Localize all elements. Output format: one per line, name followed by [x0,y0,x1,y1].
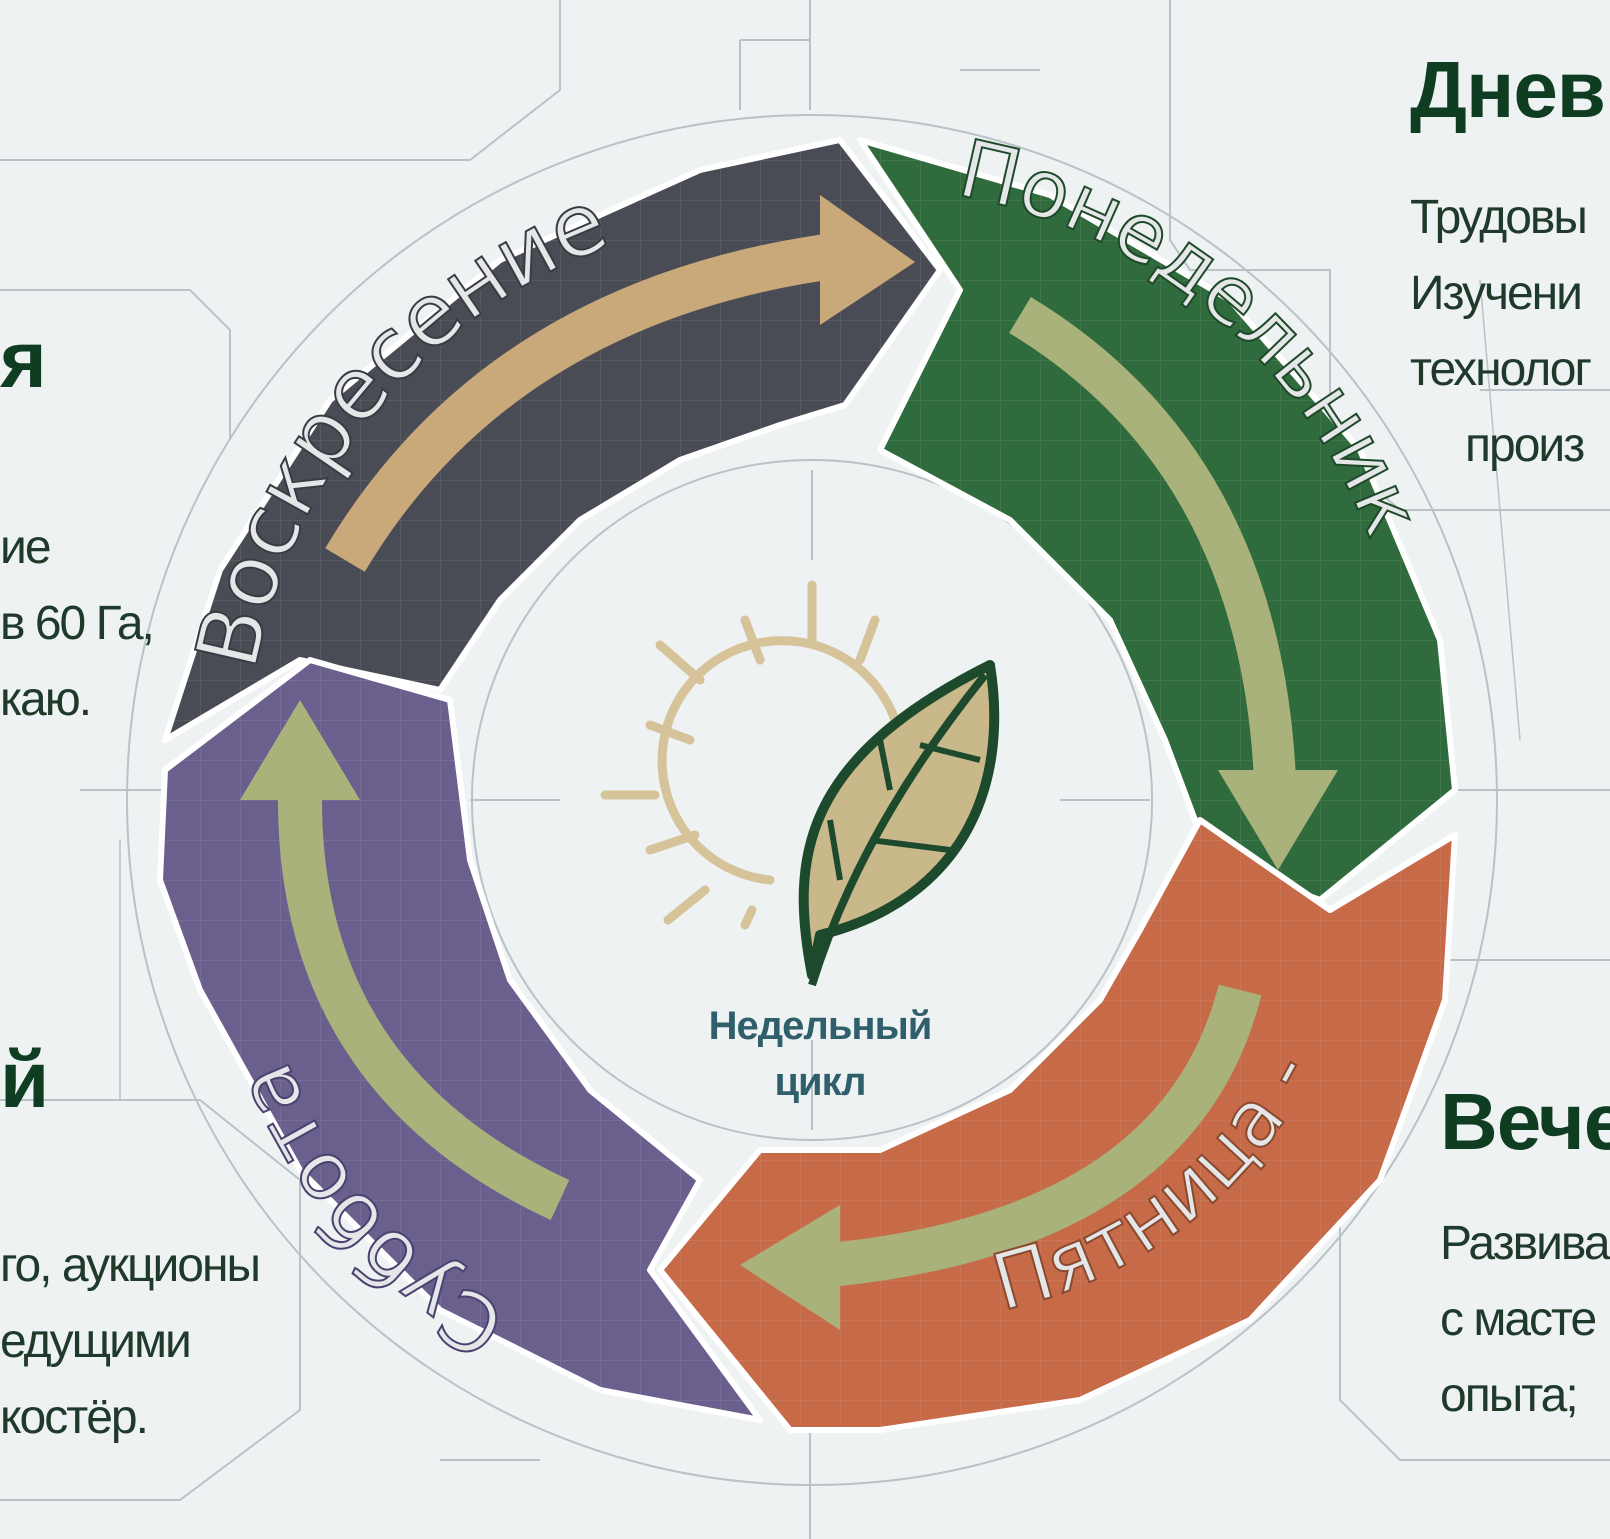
sun-icon [600,580,900,930]
arrow-friday [740,984,1262,1330]
arrow-monday [1009,297,1338,870]
leaf-icon [798,660,1000,987]
center-title: Недельный цикл [640,998,1000,1110]
panel-top-right-line-3: технолог [1410,343,1592,396]
panel-top-right-line-1: Трудовы [1410,191,1588,244]
panel-left-upper-line-3: каю. [0,673,92,726]
panel-bottom-right-line-3: опыта; [1440,1369,1579,1422]
panel-bottom-right-heading: Вече [1440,1077,1610,1166]
panel-left-lower-line-2: едущими [0,1315,192,1368]
panel-left-upper-line-1: ие [0,521,51,574]
panel-top-right-line-2: Изучени [1410,267,1583,320]
segment-friday [657,817,1458,1433]
center-title-line-1: Недельный [708,1004,933,1048]
panel-left-lower-line-1: го, аукционы [0,1239,261,1292]
panel-left-lower-line-3: костёр. [0,1391,149,1444]
faint-circle-guides [126,114,1498,1486]
arrow-sunday [325,195,915,572]
panel-bottom-right-line-2: с масте [1440,1293,1597,1346]
panel-left-lower-heading: й [0,1035,49,1124]
panel-bottom-right-line-1: Развива [1440,1217,1610,1270]
panel-top-right-line-4: произ [1465,419,1585,472]
arrow-saturday [240,700,570,1220]
panel-left-upper-heading: я [0,315,47,404]
panel-left-upper-line-2: в 60 Га, [0,597,155,650]
center-title-line-2: цикл [774,1060,866,1104]
panel-top-right-heading: Днев [1410,45,1606,134]
